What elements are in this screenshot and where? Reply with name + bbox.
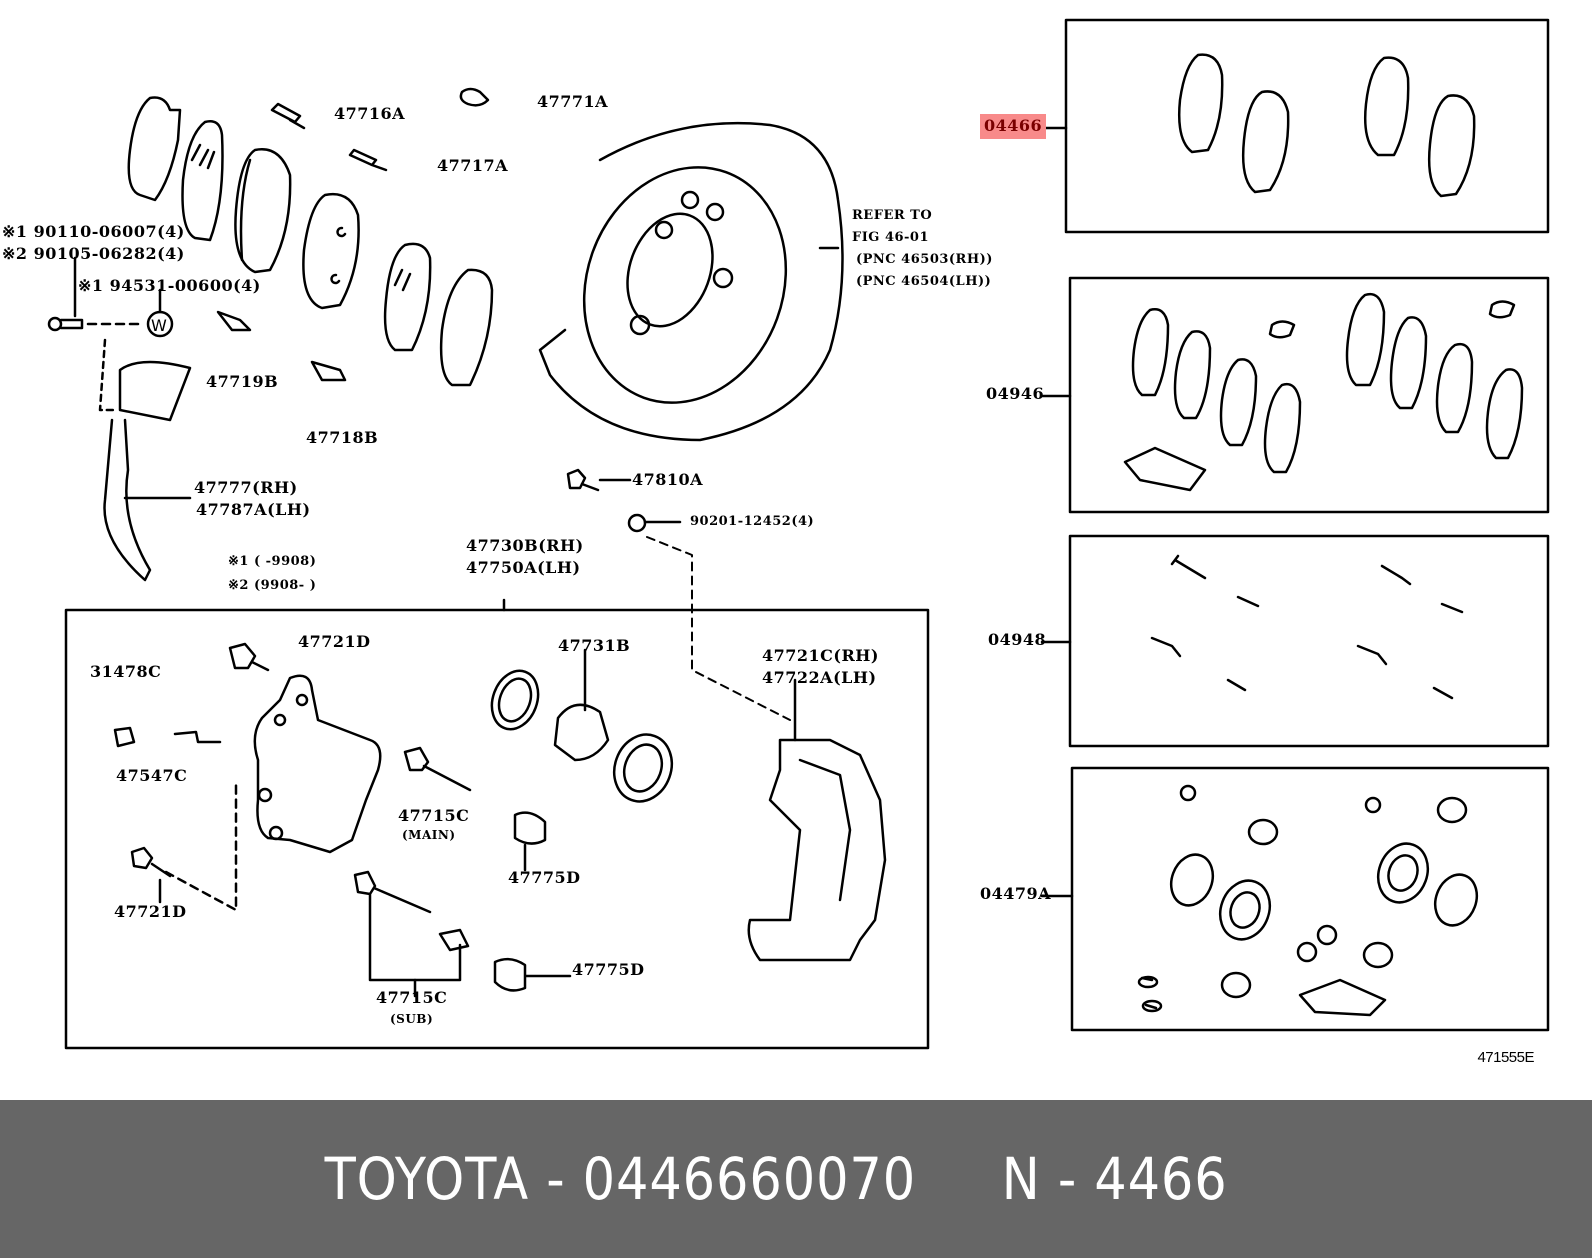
bolt-washer-icon: W: [47, 256, 174, 338]
label-main: (MAIN): [402, 828, 456, 842]
label-31478C: 31478C: [90, 662, 162, 681]
caliper-bracket-icon: [253, 674, 382, 854]
kit-04466-pads-icon: [1178, 53, 1476, 198]
label-47719B: 47719B: [206, 372, 279, 391]
refer-note-line2: FIG 46-01: [852, 230, 930, 245]
refer-note-line4: (PNC 46504(LH)): [856, 274, 992, 289]
label-47721D-top: 47721D: [298, 632, 371, 651]
bolt-47810A-icon: [566, 468, 682, 533]
piston-icon: [490, 648, 674, 992]
label-note1-range: ※1 ( -9908): [228, 554, 317, 569]
label-47547C: 47547C: [116, 766, 188, 785]
label-note1-washer: ※1 94531-00600(4): [78, 276, 261, 295]
label-47787A-lh: 47787A(LH): [196, 500, 311, 519]
label-47730B-rh: 47730B(RH): [466, 536, 584, 555]
label-47715C-main: 47715C: [398, 806, 470, 825]
kit-label-04479A[interactable]: 04479A: [980, 884, 1052, 903]
label-47718B: 47718B: [306, 428, 379, 447]
label-47775D-bottom: 47775D: [572, 960, 645, 979]
refer-note-line1: REFER TO: [852, 208, 933, 223]
label-47715C-sub: 47715C: [376, 988, 448, 1007]
refer-note-line3: (PNC 46503(RH)): [856, 252, 993, 267]
kit-label-04466[interactable]: 04466: [980, 114, 1047, 139]
kit-04946-pads-icon: [1123, 292, 1524, 492]
label-sub: (SUB): [390, 1012, 434, 1026]
label-47722A-lh: 47722A(LH): [762, 668, 877, 687]
label-note1-bolt: ※1 90110-06007(4): [2, 222, 185, 241]
kit-04948-clips-icon: [1150, 554, 1464, 700]
label-47716A: 47716A: [334, 104, 406, 123]
label-47721D-bottom: 47721D: [114, 902, 187, 921]
label-note2-range: ※2 (9908- ): [228, 578, 317, 593]
svg-text:W: W: [151, 316, 167, 335]
clip-icon: [216, 87, 490, 382]
label-47771A: 47771A: [537, 92, 609, 111]
label-47717A: 47717A: [437, 156, 509, 175]
label-47731B: 47731B: [558, 636, 631, 655]
kit-label-04946[interactable]: 04946: [986, 384, 1045, 403]
label-note2-bolt: ※2 90105-06282(4): [2, 244, 185, 263]
figure-reference: 471555E: [1477, 1049, 1534, 1066]
footer-part-title: TOYOTA - 0446660070 N - 4466: [324, 1145, 1228, 1213]
label-47777-rh: 47777(RH): [194, 478, 298, 497]
dust-cover-icon: [98, 338, 192, 582]
label-47750A-lh: 47750A(LH): [466, 558, 581, 577]
backing-plate-icon: [538, 121, 844, 442]
label-47810A: 47810A: [632, 470, 704, 489]
kit-04479A-parts-icon: [1137, 784, 1479, 1017]
parts-diagram: W: [2, 18, 1550, 1066]
bolt-icon: [113, 642, 472, 998]
label-47721C-rh: 47721C(RH): [762, 646, 879, 665]
label-90201-12452: 90201-12452(4): [690, 514, 815, 529]
footer-banner: TOYOTA - 0446660070 N - 4466: [0, 1100, 1592, 1258]
kit-label-04948[interactable]: 04948: [988, 630, 1047, 649]
label-47775D-top: 47775D: [508, 868, 581, 887]
caliper-icon: [747, 678, 887, 962]
diagram-artwork: W: [47, 18, 1550, 1050]
brake-pad-icon: [127, 96, 494, 387]
